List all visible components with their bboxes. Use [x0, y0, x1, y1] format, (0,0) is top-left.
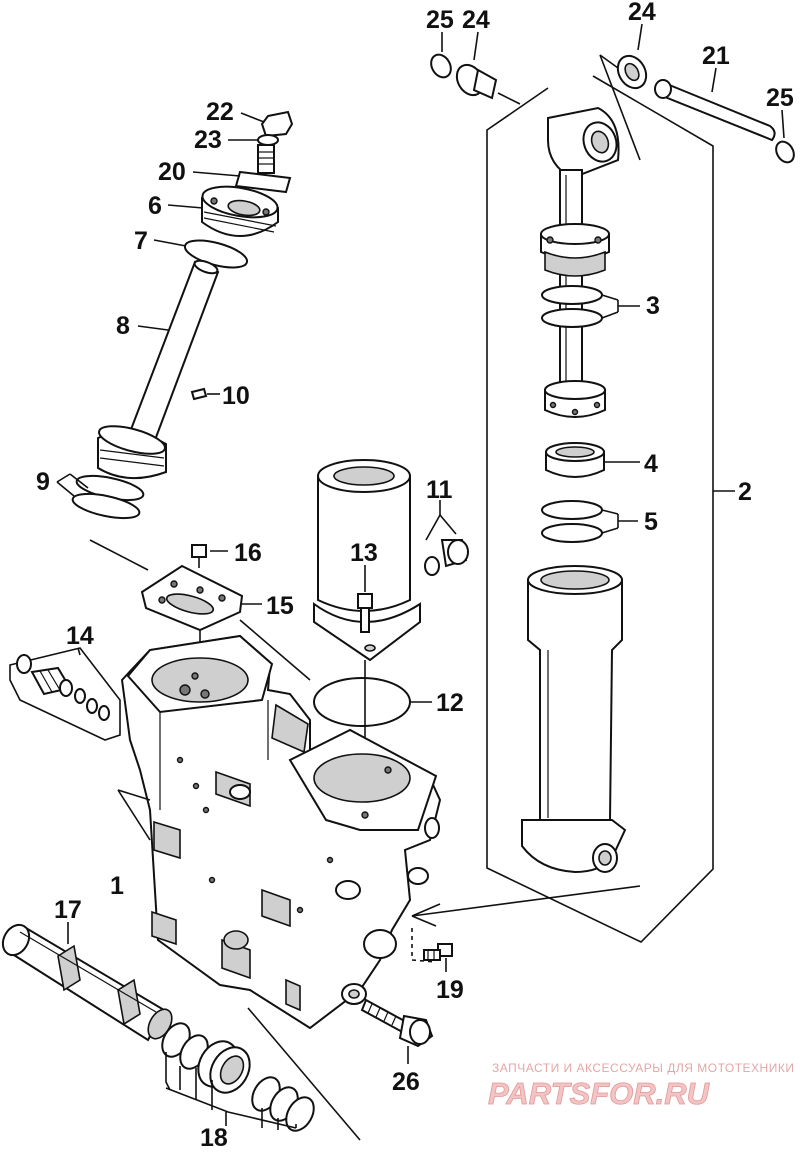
- cylinder-rod-eye: [547, 106, 620, 180]
- label-part-21: 21: [702, 42, 730, 70]
- label-part-16: 16: [234, 539, 262, 567]
- plate-part-15: [140, 564, 262, 632]
- tube-part-8: [128, 259, 220, 442]
- label-part-7: 7: [134, 227, 148, 255]
- o-ring-part-12: [313, 677, 432, 727]
- bushing-part-24-left: [455, 63, 521, 105]
- label-part-25-right: 25: [766, 84, 794, 112]
- watermark-logo: PARTSFOR.RU: [488, 1076, 711, 1111]
- stud-part-20: [192, 144, 292, 194]
- cylinder-barrel: [521, 565, 627, 874]
- label-part-24-right: 24: [628, 0, 656, 26]
- bolt-part-19: [423, 943, 453, 972]
- label-part-11: 11: [426, 476, 453, 504]
- snap-ring-part-25-left: [430, 53, 452, 79]
- label-part-17: 17: [54, 896, 82, 924]
- o-rings-part-5: [541, 500, 638, 543]
- label-part-22: 22: [206, 98, 234, 126]
- rod-gland-upper: [540, 223, 610, 277]
- label-part-9: 9: [36, 468, 50, 496]
- spool-assembly: [97, 425, 167, 480]
- screw-part-16: [191, 544, 228, 568]
- watermark: ЗАПЧАСТИ И АКСЕССУАРЫ ДЛЯ МОТОТЕХНИКИ PA…: [488, 1061, 794, 1111]
- plug-part-11: [424, 500, 469, 576]
- shaft-part-17: [1, 922, 173, 1042]
- pin-part-10: [190, 387, 220, 401]
- label-part-13: 13: [350, 539, 378, 567]
- label-part-25-left: 25: [426, 6, 454, 34]
- label-part-5: 5: [644, 508, 658, 536]
- label-part-1: 1: [110, 872, 124, 900]
- cylinder-rod: [559, 169, 583, 401]
- label-part-20: 20: [158, 158, 186, 186]
- washer-part-23: [228, 134, 279, 146]
- cap-part-6: [167, 185, 279, 237]
- label-part-15: 15: [266, 592, 294, 620]
- label-part-2: 2: [738, 478, 752, 506]
- bolt-part-13: [357, 565, 373, 633]
- label-part-8: 8: [116, 312, 130, 340]
- watermark-caption: ЗАПЧАСТИ И АКСЕССУАРЫ ДЛЯ МОТОТЕХНИКИ: [492, 1061, 794, 1075]
- label-part-12: 12: [436, 689, 464, 717]
- snap-ring-part-25-right: [775, 140, 795, 164]
- part-labels: 1 2 3 4 5 6 7 8 9 10 11 12 13 14 15 16 1…: [36, 0, 794, 1152]
- housing-guide-lines: [117, 789, 641, 1141]
- pin-part-21: [599, 54, 776, 161]
- piston-part-4: [545, 442, 640, 478]
- housing-part-1: [120, 634, 442, 1030]
- bushing-part-24-right: [616, 54, 648, 90]
- label-leaders: [441, 23, 785, 139]
- valve-part-14: [9, 647, 121, 741]
- label-part-18: 18: [200, 1124, 228, 1152]
- assembly-line: [89, 539, 149, 571]
- piston: [544, 380, 606, 418]
- assembly-line: [239, 619, 311, 681]
- nut-part-22: [240, 110, 294, 138]
- bolt-part-26: [360, 998, 434, 1064]
- label-part-6: 6: [148, 192, 162, 220]
- label-part-26: 26: [392, 1068, 420, 1096]
- label-part-4: 4: [644, 450, 658, 478]
- label-part-19: 19: [436, 976, 464, 1004]
- ring-set-part-18: [161, 1022, 315, 1132]
- label-part-23: 23: [194, 126, 222, 154]
- label-part-3: 3: [646, 292, 660, 320]
- o-rings-part-9: [56, 473, 145, 520]
- label-part-24-left: 24: [462, 6, 490, 34]
- assembly-outline-part-2: [486, 75, 735, 943]
- o-rings-part-3: [541, 285, 640, 328]
- label-part-14: 14: [66, 622, 94, 650]
- label-part-10: 10: [222, 382, 250, 410]
